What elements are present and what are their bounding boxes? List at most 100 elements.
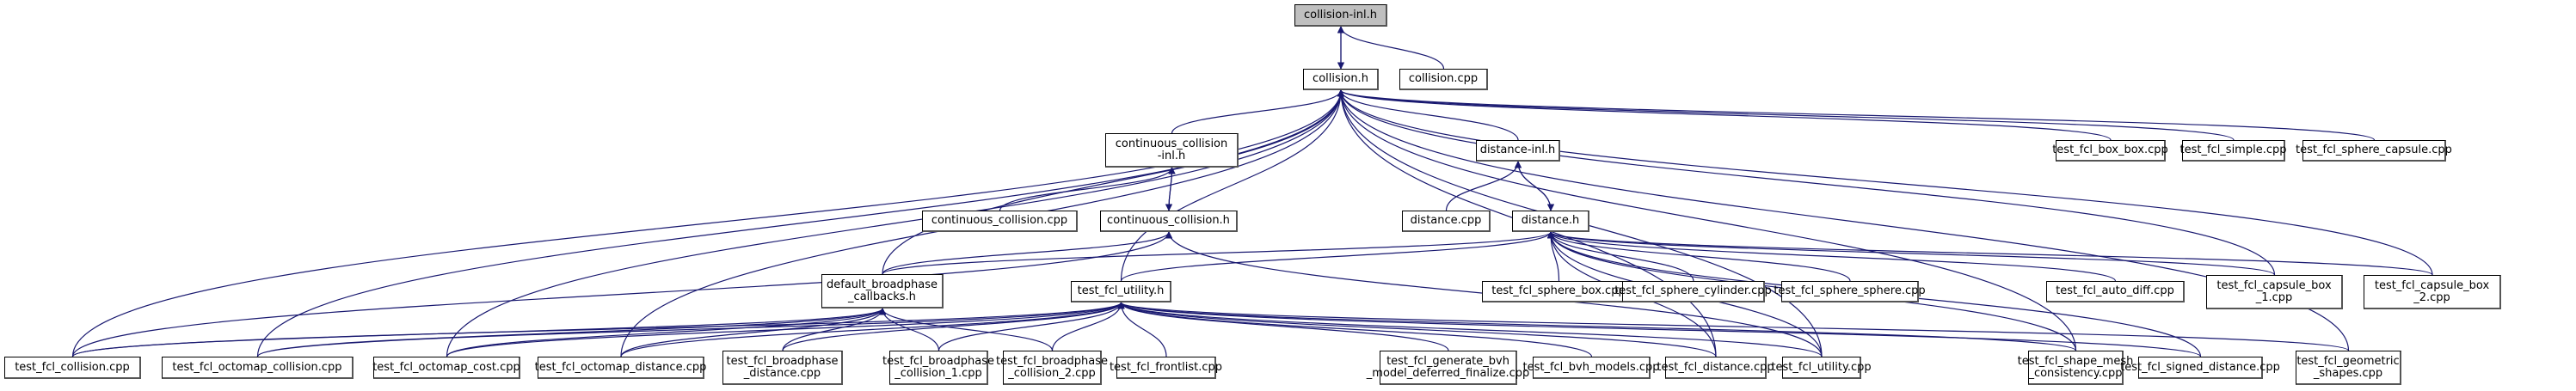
node-distance-inl-h[interactable]: distance-inl.h [1476,140,1560,162]
node-label: test_fcl_geometric _shapes.cpp [2296,354,2400,380]
node-t-utility[interactable]: test_fcl_utility.cpp [1771,357,1872,379]
edge-utility_h-to-collision_h [1120,89,1345,282]
node-sphere-sphere[interactable]: test_fcl_sphere_sphere.cpp [1774,281,1926,302]
edge-t_collision-to-utility_h [71,302,1125,357]
node-label: continuous_collision.h [1107,214,1230,227]
edge-capsule_box_2-to-collision_h [1337,89,2433,276]
node-label: test_fcl_capsule_box _1.cpp [2216,278,2332,304]
edge-t_octomap_collision-to-collision_h [256,89,1345,357]
node-sphere-box[interactable]: test_fcl_sphere_box.cpp [1482,281,1636,302]
node-label: collision.h [1313,72,1368,85]
edge-t_bvh_models-to-utility_h [1117,302,1593,357]
node-cc-h[interactable]: continuous_collision.h [1100,211,1238,232]
node-label: test_fcl_utility.cpp [1771,360,1872,374]
node-t-octomap-cost[interactable]: test_fcl_octomap_cost.cpp [372,357,520,379]
node-label: test_fcl_sphere_capsule.cpp [2296,144,2452,156]
node-t-distance[interactable]: test_fcl_distance.cpp [1657,357,1774,379]
node-label: test_fcl_broadphase _distance.cpp [726,354,839,380]
node-label: test_fcl_utility.h [1077,284,1165,297]
node-label: continuous_collision -inl.h [1115,137,1228,162]
node-label: collision-inl.h [1303,8,1378,21]
node-label: test_fcl_signed_distance.cpp [2120,360,2280,374]
node-sphere-cylinder[interactable]: test_fcl_sphere_cylinder.cpp [1614,281,1772,302]
node-label: test_fcl_box_box.cpp [2052,144,2168,156]
edge-test_fcl_sphere_capsule-to-collision_h [1337,89,2376,141]
node-distance-cpp[interactable]: distance.cpp [1402,211,1491,232]
node-label: test_fcl_frontlist.cpp [1109,360,1223,374]
edge-dbc_h-to-cc_h [882,231,1173,275]
node-label: test_fcl_capsule_box _2.cpp [2374,278,2490,304]
node-label: test_fcl_generate_bvh _model_deferred_fi… [1366,354,1530,380]
edge-capsule_box_2-to-distance_h [1547,231,2433,276]
node-label: test_fcl_sphere_sphere.cpp [1774,284,1926,297]
edge-t_distance-to-utility_h [1117,302,1717,357]
edge-capsule_box_1-to-collision_h [1337,89,2276,276]
edge-t_geometric_shapes-to-collision_h [1337,89,2350,351]
node-label: test_fcl_sphere_cylinder.cpp [1614,284,1772,297]
node-cc-inl-h[interactable]: continuous_collision -inl.h [1105,133,1239,168]
node-label: test_fcl_octomap_distance.cpp [534,360,707,374]
node-capsule-box-1[interactable]: test_fcl_capsule_box _1.cpp [2206,275,2343,309]
node-test-fcl-box-box[interactable]: test_fcl_box_box.cpp [2052,140,2168,162]
edge-t_shape_mesh-to-utility_h [1117,302,2077,351]
edge-dbc_h-to-collision_h [882,89,1345,275]
node-label: test_fcl_collision.cpp [15,360,130,374]
edge-distance_inl_h-to-collision_h [1337,89,1519,141]
node-utility-h[interactable]: test_fcl_utility.h [1071,281,1171,302]
edge-t_bp_collision_2-to-utility_h [1051,302,1125,351]
node-label: test_fcl_distance.cpp [1657,360,1774,374]
edge-distance_inl_h-to-distance_h [1517,161,1555,211]
edge-t_bp_distance-to-dbc_h [782,308,887,351]
edge-dbc_h-to-distance_h [882,231,1554,275]
node-capsule-box-2[interactable]: test_fcl_capsule_box _2.cpp [2364,275,2501,309]
node-t-frontlist[interactable]: test_fcl_frontlist.cpp [1110,357,1222,379]
node-t-geometric-shapes[interactable]: test_fcl_geometric _shapes.cpp [2296,351,2401,385]
node-t-bvh-models[interactable]: test_fcl_bvh_models.cpp [1522,357,1660,379]
node-t-collision[interactable]: test_fcl_collision.cpp [4,357,141,379]
edge-cc_inl_h-to-cc_h [1165,167,1173,211]
node-collision-inl-h[interactable]: collision-inl.h [1294,4,1387,27]
edge-t_frontlist-to-utility_h [1117,302,1167,357]
node-t-signed-distance[interactable]: test_fcl_signed_distance.cpp [2120,357,2280,379]
edge-t_octomap_collision-to-utility_h [256,302,1125,357]
node-test-fcl-simple[interactable]: test_fcl_simple.cpp [2179,140,2287,162]
node-t-shape-mesh[interactable]: test_fcl_shape_mesh _consistency.cpp [2018,351,2133,385]
edge-cc_inl_h-to-collision_h [1171,89,1345,134]
node-dbc-h[interactable]: default_broadphase _callbacks.h [821,274,944,309]
edge-t_geometric_shapes-to-utility_h [1117,302,2350,351]
edge-t_utility-to-utility_h [1117,302,1823,357]
edge-collision_cpp-to-collision_inl_h [1337,26,1445,70]
edge-t_octomap_cost-to-dbc_h [446,308,887,357]
edge-utility_h-to-distance_h [1120,231,1555,282]
node-label: test_fcl_broadphase _collision_1.cpp [882,354,995,380]
edge-auto_diff-to-distance_h [1546,231,2117,282]
edge-cc_cpp-to-cc_inl_h [999,167,1176,211]
node-distance-h[interactable]: distance.h [1512,211,1589,232]
node-label: test_fcl_bvh_models.cpp [1522,360,1660,374]
node-collision-cpp[interactable]: collision.cpp [1399,69,1488,90]
edge-t_bp_collision_1-to-dbc_h [878,308,940,351]
node-label: default_broadphase _callbacks.h [827,278,938,303]
node-test-fcl-sphere-capsule[interactable]: test_fcl_sphere_capsule.cpp [2296,140,2452,162]
node-label: test_fcl_simple.cpp [2179,144,2287,156]
edge-sphere_sphere-to-distance_h [1546,231,1851,282]
node-t-octomap-distance[interactable]: test_fcl_octomap_distance.cpp [534,357,707,379]
node-t-bp-distance[interactable]: test_fcl_broadphase _distance.cpp [722,351,843,385]
node-collision-h[interactable]: collision.h [1303,69,1379,90]
node-label: collision.cpp [1408,72,1479,85]
node-label: test_fcl_octomap_collision.cpp [172,360,342,374]
node-t-bp-collision-2[interactable]: test_fcl_broadphase _collision_2.cpp [996,351,1108,385]
node-t-bp-collision-1[interactable]: test_fcl_broadphase _collision_1.cpp [882,351,994,385]
edge-distance_cpp-to-distance_inl_h [1445,161,1522,211]
node-t-gen-bvh[interactable]: test_fcl_generate_bvh _model_deferred_fi… [1367,351,1529,385]
node-cc-cpp[interactable]: continuous_collision.cpp [922,211,1078,232]
edge-test_fcl_box_box-to-collision_h [1337,89,2112,141]
edge-t_octomap_distance-to-dbc_h [620,308,887,357]
edge-t_bp_collision_1-to-utility_h [938,302,1125,351]
node-label: distance.cpp [1410,214,1482,227]
node-t-octomap-collision[interactable]: test_fcl_octomap_collision.cpp [162,357,354,379]
edge-t_collision-to-cc_h [71,231,1173,357]
node-label: test_fcl_shape_mesh _consistency.cpp [2017,354,2134,380]
node-auto-diff[interactable]: test_fcl_auto_diff.cpp [2046,281,2185,302]
